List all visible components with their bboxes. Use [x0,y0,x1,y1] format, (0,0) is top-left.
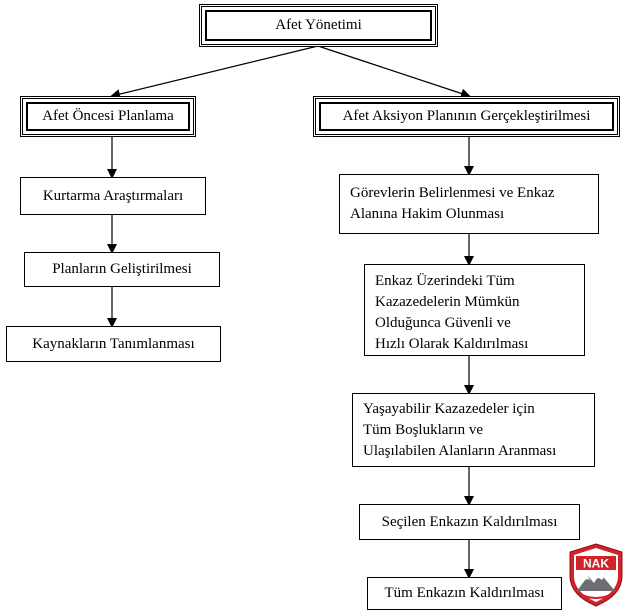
right-step-2: Enkaz Üzerindeki Tüm Kazazedelerin Mümkü… [364,264,585,356]
left-step-1: Kurtarma Araştırmaları [20,177,206,215]
right-branch-header: Afet Aksiyon Planının Gerçekleştirilmesi [342,108,591,124]
right-step-1: Görevlerin Belirlenmesi ve Enkaz Alanına… [339,174,599,234]
right-step-2-line-2: Kazazedelerin Mümkün [375,294,520,310]
root-label: Afet Yönetimi [275,17,362,33]
right-step-3-line-2: Tüm Boşlukların ve [363,422,483,438]
left-step-2: Planların Geliştirilmesi [24,252,220,287]
right-step-2-line-4: Hızlı Olarak Kaldırılması [375,336,529,352]
right-branch-header-box: Afet Aksiyon Planının Gerçekleştirilmesi [313,96,620,137]
right-step-3-line-1: Yaşayabilir Kazazedeler için [363,401,535,417]
right-step-2-line-3: Olduğunca Güvenli ve [375,315,511,331]
left-branch-header: Afet Öncesi Planlama [42,108,174,124]
left-step-3-label: Kaynakların Tanımlanması [32,335,195,352]
nak-logo: NAK [569,543,623,607]
right-step-1-line-1: Görevlerin Belirlenmesi ve Enkaz [350,185,555,201]
left-branch-header-box: Afet Öncesi Planlama [20,96,196,137]
right-step-4-label: Seçilen Enkazın Kaldırılması [381,513,558,530]
arrow-root-to-left [110,45,319,99]
right-step-5-label: Tüm Enkazın Kaldırılması [384,585,545,601]
right-step-2-line-1: Enkaz Üzerindeki Tüm [375,273,515,289]
left-step-2-label: Planların Geliştirilmesi [52,261,192,277]
logo-text: NAK [583,557,609,571]
right-step-3: Yaşayabilir Kazazedeler için Tüm Boşlukl… [352,393,595,467]
left-step-3: Kaynakların Tanımlanması [6,326,221,362]
root-box: Afet Yönetimi [199,4,438,47]
right-step-1-line-2: Alanına Hakim Olunması [350,206,505,222]
right-step-5: Tüm Enkazın Kaldırılması [367,577,562,610]
arrow-root-to-right [317,45,471,99]
right-step-4: Seçilen Enkazın Kaldırılması [359,504,580,540]
right-step-3-line-3: Ulaşılabilen Alanların Aranması [363,443,557,459]
left-step-1-label: Kurtarma Araştırmaları [42,187,184,204]
